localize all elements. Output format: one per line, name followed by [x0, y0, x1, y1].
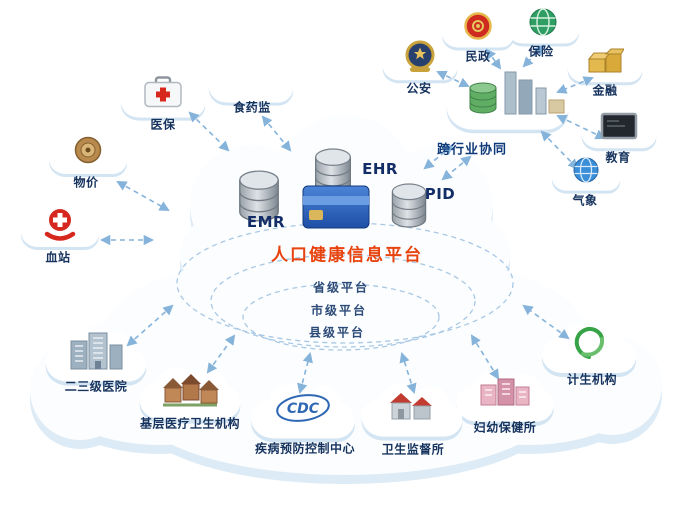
health-supervision-houses-icon	[386, 389, 438, 423]
node-primary-care-label: 基层医疗卫生机构	[139, 416, 241, 431]
ehr-label: EHR	[362, 160, 398, 178]
node-cdc-center-label: 疾病预防控制中心	[254, 441, 356, 456]
node-blood-station-label: 血站	[45, 250, 71, 265]
node-tier-hospitals-label: 二三级医院	[64, 379, 128, 394]
platform-title: 人口健康信息平台	[271, 245, 423, 266]
civil-affairs-emblem-icon	[463, 11, 493, 41]
pid-label: PID	[424, 185, 456, 203]
node-medical-insurance-label: 医保	[150, 117, 176, 132]
finance-gold-icon	[586, 45, 624, 75]
pricing-seal-icon	[73, 135, 103, 165]
blood-station-icon	[41, 206, 79, 242]
node-maternal-child-care-label: 妇幼保健所	[473, 420, 537, 435]
family-planning-swirl-icon	[569, 323, 609, 363]
county-level-label: 县级平台	[308, 325, 366, 340]
meteorology-globe-icon	[571, 155, 601, 185]
insurance-globe-icon	[527, 6, 559, 38]
cross-industry-collaboration-label: 跨行业协同	[436, 142, 508, 158]
maternal-child-care-icon	[478, 373, 532, 409]
education-blackboard-icon	[600, 112, 638, 140]
cdc-logo-icon: CDC	[275, 390, 331, 426]
node-public-security-label: 公安	[406, 81, 432, 96]
emr-label: EMR	[246, 213, 286, 231]
node-pricing-label: 物价	[73, 175, 99, 190]
tier-hospitals-icon	[67, 329, 125, 371]
node-insurance-label: 保险	[528, 44, 554, 59]
public-security-badge-icon	[402, 39, 438, 75]
node-civil-affairs-label: 民政	[465, 49, 491, 64]
node-food-drug-admin-label: 食药监	[233, 100, 271, 115]
node-family-planning-label: 计生机构	[566, 372, 618, 387]
node-education-label: 教育	[605, 150, 631, 165]
node-finance-label: 金融	[592, 83, 618, 98]
province-level-label: 省级平台	[312, 280, 370, 295]
city-level-label: 市级平台	[310, 303, 368, 318]
medical-insurance-icon	[143, 76, 183, 109]
cdc-logo-text: CDC	[287, 401, 320, 417]
node-meteorology-label: 气象	[572, 193, 598, 208]
node-health-supervision-label: 卫生监督所	[381, 442, 445, 457]
pid-database-icon	[391, 183, 427, 228]
cross-industry-icons	[469, 71, 565, 115]
center-database-group	[239, 148, 427, 229]
primary-care-houses-icon	[161, 372, 219, 408]
health-card-icon	[302, 185, 370, 229]
connector-arrows	[99, 44, 606, 395]
